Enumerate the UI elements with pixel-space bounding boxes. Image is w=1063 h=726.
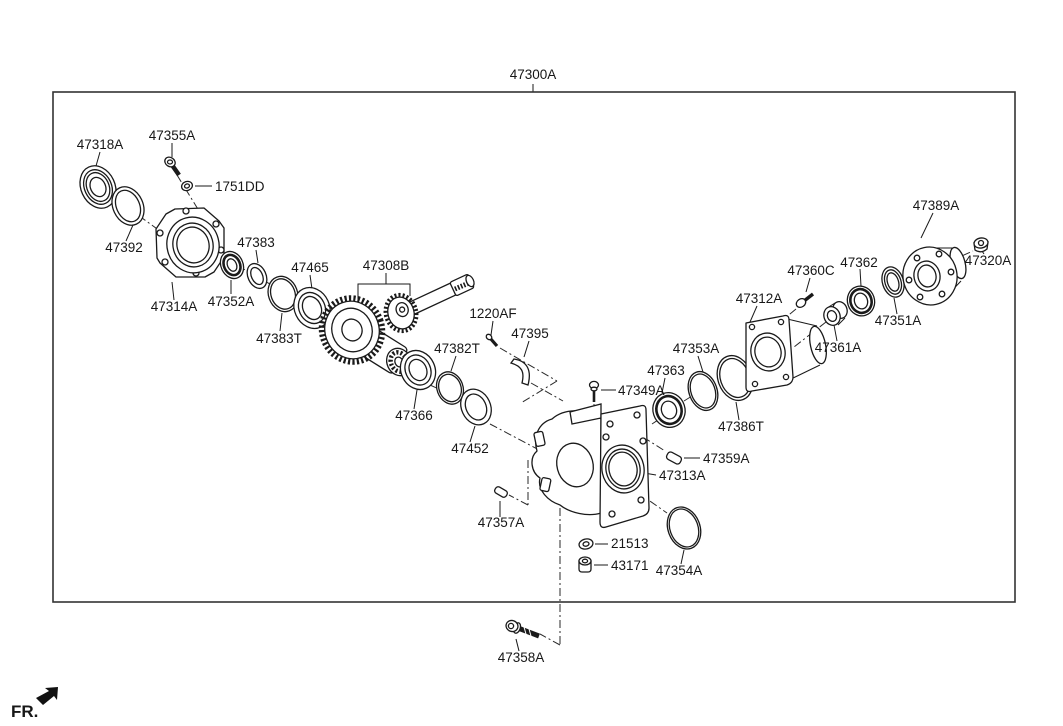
assembly-callout: 47300A (510, 67, 557, 82)
part-label-47366: 47366 (395, 408, 433, 423)
part-label-47358A: 47358A (498, 650, 545, 665)
part-47313A-housing (531, 403, 650, 529)
part-label-47362: 47362 (840, 255, 878, 270)
part-47366-seal (399, 349, 437, 391)
part-label-47359A: 47359A (703, 451, 750, 466)
part-label-47386T: 47386T (718, 419, 764, 434)
part-47395-guide (509, 358, 530, 386)
part-label-47452: 47452 (451, 441, 489, 456)
part-label-47312A: 47312A (736, 291, 783, 306)
part-47318A-seal (79, 165, 117, 209)
part-label-43171: 43171 (611, 558, 649, 573)
part-label-47351A: 47351A (875, 313, 922, 328)
part-label-21513: 21513 (611, 536, 649, 551)
part-47354A-o-ring (666, 506, 702, 550)
part-47320A-nut (973, 237, 989, 253)
part-label-47389A: 47389A (913, 198, 960, 213)
part-label-47354A: 47354A (656, 563, 703, 578)
part-label-47357A: 47357A (478, 515, 525, 530)
part-label-47363: 47363 (647, 363, 685, 378)
part-label-47352A: 47352A (208, 294, 255, 309)
part-label-47383: 47383 (237, 235, 275, 250)
part-label-47314A: 47314A (151, 299, 198, 314)
part-label-47353A: 47353A (673, 341, 720, 356)
part-label-47465: 47465 (291, 260, 329, 275)
part-label-1751DD: 1751DD (215, 179, 265, 194)
part-labels: 47318A 47355A 1751DD 47392 47314A 47352A… (77, 128, 1012, 665)
part-label-47349A: 47349A (618, 383, 665, 398)
front-direction-arrow-icon (36, 687, 58, 705)
part-47314A-housing (155, 207, 225, 278)
part-47312A-cover (745, 314, 827, 393)
part-1220AF-pin (485, 333, 499, 348)
part-label-47383T: 47383T (256, 331, 302, 346)
leader-lines (95, 143, 985, 652)
part-label-1220AF: 1220AF (469, 306, 516, 321)
part-47355A-bolt (164, 156, 181, 177)
part-47361A-cap (823, 301, 848, 326)
part-47308B-gear-set (318, 273, 475, 377)
front-direction-marker: FR. (11, 687, 58, 721)
part-label-47318A: 47318A (77, 137, 124, 152)
part-1751DD-washer (180, 180, 194, 192)
front-direction-label: FR. (11, 702, 38, 721)
diagram-frame (52, 91, 1016, 603)
part-47383-ring (246, 262, 268, 290)
part-47349A-bolt (588, 380, 600, 402)
part-label-47361A: 47361A (815, 340, 862, 355)
part-47360C-bolt (795, 292, 815, 309)
part-47359A-pin (665, 451, 683, 465)
part-label-47313A: 47313A (659, 468, 706, 483)
part-47353A-o-ring (687, 370, 719, 412)
part-47363-bearing (652, 391, 686, 429)
part-label-47355A: 47355A (149, 128, 196, 143)
part-label-47392: 47392 (105, 240, 143, 255)
part-43171-plug (578, 556, 592, 573)
part-47382T-snap-ring (435, 371, 465, 405)
part-47383T-snap-ring (267, 275, 299, 313)
part-47358A-bolt (505, 619, 540, 639)
part-47357A-pin (493, 486, 509, 498)
part-label-47320A: 47320A (965, 253, 1012, 268)
part-47352A-bearing (219, 250, 245, 280)
part-label-47308B: 47308B (363, 258, 410, 273)
part-47452-seal (460, 388, 492, 426)
part-label-47360C: 47360C (787, 263, 835, 278)
assembly-number-label: 47300A (510, 67, 557, 82)
part-21513-washer (578, 538, 594, 550)
part-47389A-flange-hub (902, 246, 967, 306)
part-label-47382T: 47382T (434, 341, 480, 356)
part-47362-bearing (846, 285, 876, 317)
part-label-47395: 47395 (511, 326, 549, 341)
part-47392-seal (111, 186, 145, 226)
